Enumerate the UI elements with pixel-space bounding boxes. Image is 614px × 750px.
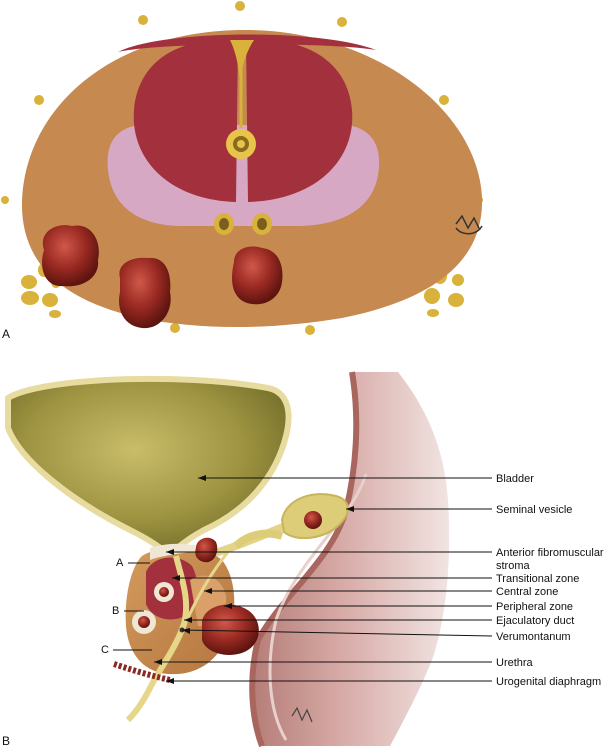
label-anterior-fibromuscular-stroma: Anterior fibromuscular (496, 547, 604, 559)
axial-section: A (1, 1, 483, 341)
label-ejaculatory-duct: Ejaculatory duct (496, 615, 574, 627)
section-marker-c: C (101, 644, 109, 656)
label-urogenital-diaphragm: Urogenital diaphragm (496, 676, 601, 688)
rectal-wall-edge (249, 371, 360, 748)
artist-signature (455, 214, 483, 235)
panel-label-a: A (2, 327, 10, 341)
section-marker-b: B (112, 605, 119, 617)
section-markers: A B C (101, 557, 152, 656)
panel-label-b: B (2, 734, 10, 748)
label-transitional-zone: Transitional zone (496, 573, 579, 585)
urethra-sagittal (125, 555, 190, 723)
anatomy-labels: Bladder Seminal vesicle Anterior fibromu… (154, 473, 604, 688)
seminal-vesicle (233, 493, 349, 550)
urethra-axial (226, 129, 256, 159)
ejaculatory-ducts-axial (214, 213, 272, 235)
tumor-nodules-axial (42, 225, 283, 329)
artist-signature-b (291, 706, 313, 723)
label-anterior-fibromuscular-stroma-line2: stroma (496, 560, 531, 572)
label-urethra: Urethra (496, 657, 534, 669)
transitional-zone-axial (133, 39, 353, 203)
rectum (252, 372, 450, 746)
sagittal-section: A B C Bladder Seminal vesicle Anterior f… (2, 371, 604, 748)
label-seminal-vesicle: Seminal vesicle (496, 504, 572, 516)
label-verumontanum: Verumontanum (496, 631, 571, 643)
label-bladder: Bladder (496, 473, 534, 485)
ejaculatory-duct-sagittal (184, 551, 230, 623)
label-central-zone: Central zone (496, 586, 558, 598)
bladder (5, 375, 292, 561)
section-marker-a: A (116, 557, 124, 569)
label-peripheral-zone: Peripheral zone (496, 601, 573, 613)
